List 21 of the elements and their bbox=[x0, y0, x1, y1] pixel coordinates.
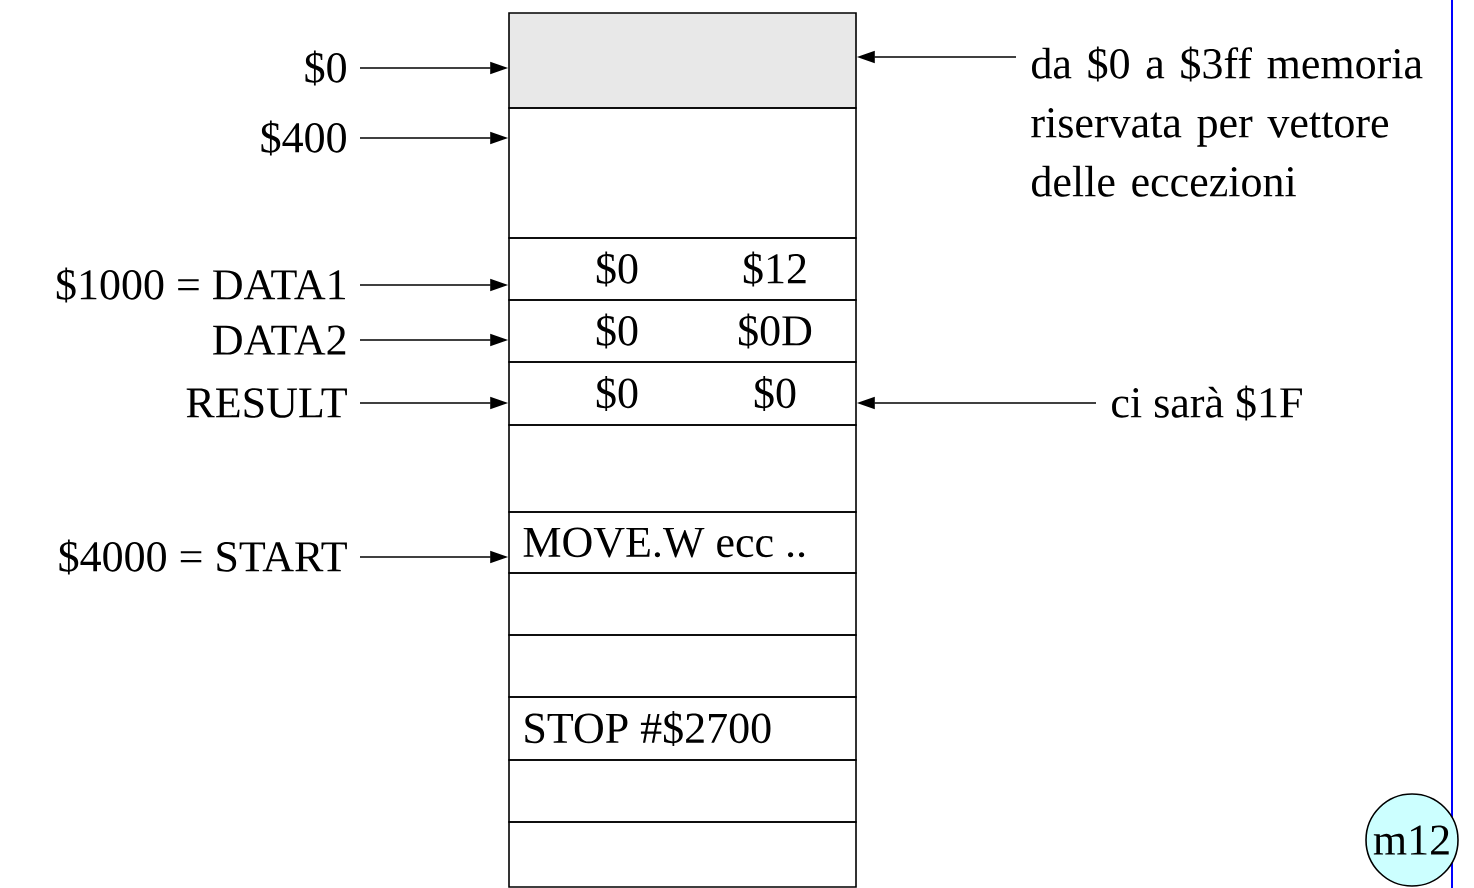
note-text: ci sarà $1F bbox=[1112, 385, 1302, 421]
address-label: $400 bbox=[261, 120, 346, 156]
memory-cell: MOVE.W ecc .. bbox=[508, 511, 857, 574]
memory-cell bbox=[508, 107, 857, 239]
address-label: DATA2 bbox=[213, 325, 346, 355]
page-badge: m12 bbox=[1365, 793, 1459, 887]
memory-cell: $0 $0 bbox=[508, 361, 857, 426]
address-label: $4000 = START bbox=[59, 539, 347, 575]
memory-cell: $0 $12 bbox=[508, 237, 857, 301]
memory-cell bbox=[508, 12, 857, 109]
memory-cell bbox=[508, 424, 857, 513]
address-label: RESULT bbox=[186, 388, 347, 418]
memory-cell: $0 $0D bbox=[508, 299, 857, 363]
note-text: da $0 a $3ff memoria riservata per vettore delle eccezioni bbox=[1031, 46, 1423, 197]
memory-cell: STOP #$2700 bbox=[508, 696, 857, 761]
memory-cell bbox=[508, 821, 857, 888]
memory-cell bbox=[508, 634, 857, 698]
address-label: $0 bbox=[305, 50, 346, 86]
memory-cell bbox=[508, 572, 857, 636]
address-label: $1000 = DATA1 bbox=[56, 267, 345, 303]
memory-cell bbox=[508, 759, 857, 823]
